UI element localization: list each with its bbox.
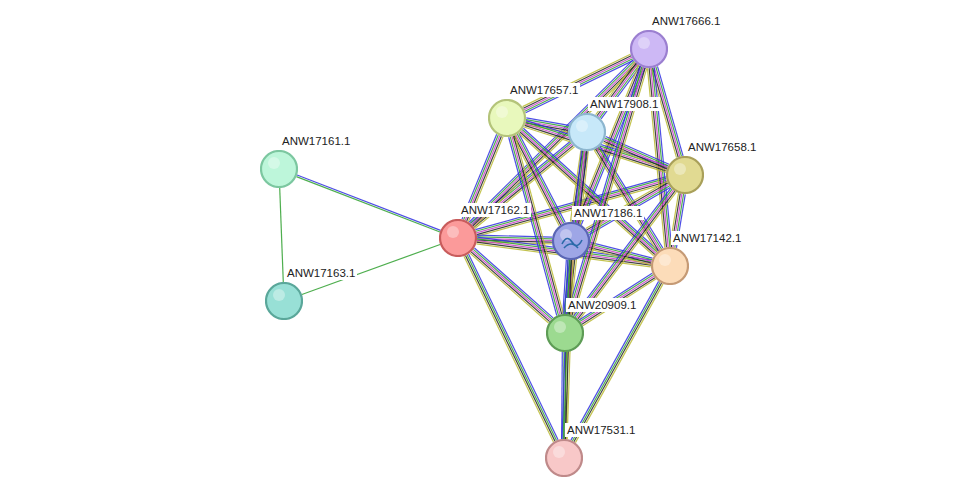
node-highlight — [268, 157, 280, 169]
node-highlight — [638, 37, 650, 49]
evidence-line — [589, 249, 651, 265]
interaction-edge — [509, 137, 557, 315]
node-circle — [546, 440, 582, 476]
protein-node: ANW17161.1 — [260, 150, 298, 188]
evidence-line — [512, 136, 560, 314]
node-circle — [652, 248, 688, 284]
node-label: ANW17186.1 — [572, 206, 644, 220]
evidence-line — [514, 136, 562, 314]
node-circle — [568, 113, 606, 151]
node-circle — [552, 222, 590, 260]
protein-node: ANW17908.1 — [568, 113, 606, 151]
node-circle — [630, 30, 668, 68]
node-circle — [651, 247, 689, 285]
node-label: ANW17908.1 — [588, 97, 660, 111]
protein-node: ANW17142.1 — [651, 247, 689, 285]
evidence-line — [467, 255, 557, 441]
node-circle — [488, 99, 526, 137]
protein-node: ANW17163.1 — [265, 282, 303, 320]
node-circle — [666, 156, 704, 194]
node-circle — [546, 314, 584, 352]
node-circle — [261, 151, 297, 187]
protein-node: ANW17162.1 — [439, 219, 477, 257]
interaction-edge — [654, 68, 671, 247]
node-highlight — [674, 163, 686, 175]
node-highlight — [554, 321, 566, 333]
node-label: ANW17657.1 — [508, 83, 580, 97]
interaction-bundle — [464, 254, 558, 442]
interaction-bundle — [509, 135, 564, 315]
evidence-line — [296, 177, 440, 232]
evidence-line — [464, 256, 554, 442]
node-circle — [631, 31, 667, 67]
node-highlight — [553, 446, 565, 458]
node-label: ANW17161.1 — [280, 134, 352, 148]
interaction-edge — [469, 254, 559, 440]
node-circle — [569, 114, 605, 150]
evidence-line — [510, 137, 558, 315]
node-highlight — [447, 226, 459, 238]
protein-node: ANW17658.1 — [666, 156, 704, 194]
interaction-edge — [280, 188, 284, 282]
node-label: ANW17162.1 — [459, 203, 531, 217]
evidence-line — [515, 135, 563, 313]
node-circle — [440, 220, 476, 256]
node-circle — [266, 283, 302, 319]
node-label: ANW17163.1 — [285, 266, 357, 280]
interaction-edge — [297, 175, 441, 230]
node-label: ANW17142.1 — [671, 231, 743, 245]
node-circle — [260, 150, 298, 188]
interaction-bundle — [280, 188, 284, 282]
node-label: ANW20909.1 — [566, 298, 638, 312]
node-highlight — [496, 106, 508, 118]
protein-node: ANW17657.1 — [488, 99, 526, 137]
node-circle — [439, 219, 477, 257]
node-label: ANW17658.1 — [686, 140, 758, 154]
interaction-bundle — [296, 175, 440, 232]
node-circle — [489, 100, 525, 136]
node-circle — [667, 157, 703, 193]
node-highlight — [576, 120, 588, 132]
node-highlight — [273, 289, 285, 301]
protein-node: ANW17186.1 — [552, 222, 590, 260]
evidence-line — [465, 255, 555, 441]
node-circle — [265, 282, 303, 320]
node-circle — [547, 315, 583, 351]
node-label: ANW17531.1 — [565, 423, 637, 437]
node-label: ANW17666.1 — [650, 14, 722, 28]
protein-node: ANW20909.1 — [546, 314, 584, 352]
protein-node: ANW17666.1 — [630, 30, 668, 68]
protein-node: ANW17531.1 — [545, 439, 583, 477]
structure-icon — [562, 238, 582, 248]
evidence-line — [649, 68, 666, 247]
evidence-line — [473, 249, 552, 319]
node-circle — [553, 223, 589, 259]
node-highlight — [659, 254, 671, 266]
node-circle — [545, 439, 583, 477]
